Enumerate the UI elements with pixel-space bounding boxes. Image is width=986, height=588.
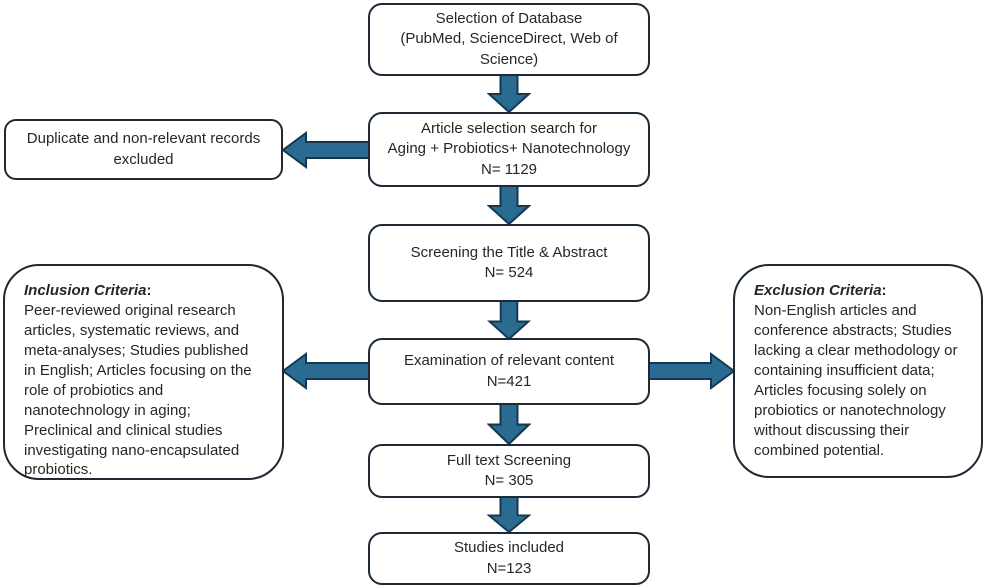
box-text-line: N=421 (486, 372, 532, 390)
box-text-line: Examination of relevant content (403, 352, 615, 370)
box-exclusion-criteria: Exclusion Criteria: Non-English articles… (733, 264, 983, 478)
arrow-shape (487, 73, 531, 113)
arrow-shape (487, 402, 531, 445)
box-content-examination: Examination of relevant content N=421 (368, 338, 650, 405)
box-text-line: N= 305 (484, 472, 534, 489)
box-text-line: Selection of Database (435, 10, 583, 28)
box-text-line: Duplicate and non-relevant records exclu… (26, 130, 261, 168)
arrow-right-icon (648, 352, 736, 390)
box-text-line: Studies included (453, 539, 565, 557)
arrow-down-icon (487, 73, 531, 113)
box-article-search: Article selection search for Aging + Pro… (368, 112, 650, 187)
criteria-title: Exclusion Criteria (754, 282, 882, 299)
criteria-title: Inclusion Criteria (24, 282, 147, 299)
box-inclusion-criteria: Inclusion Criteria: Peer-reviewed origin… (3, 264, 284, 480)
criteria-colon: : (146, 282, 152, 299)
box-full-text-screening: Full text Screening N= 305 (368, 444, 650, 498)
box-text-line: N=123 (486, 559, 532, 577)
arrow-shape (281, 352, 369, 390)
arrow-shape (487, 185, 531, 225)
box-duplicates-excluded: Duplicate and non-relevant records exclu… (4, 119, 283, 180)
box-database-selection: Selection of Database (PubMed, ScienceDi… (368, 3, 650, 76)
arrow-shape (487, 301, 531, 340)
box-text-line: (PubMed, ScienceDirect, Web of Science) (400, 30, 618, 68)
box-text-line: Aging + Probiotics+ Nanotechnology (387, 140, 631, 158)
box-text-line: N= 1129 (480, 160, 537, 178)
criteria-body: Non-English articles and conference abst… (754, 301, 958, 459)
criteria-heading: Inclusion Criteria: (24, 281, 152, 301)
arrow-down-icon (487, 301, 531, 340)
criteria-body: Peer-reviewed original research articles… (24, 301, 252, 479)
arrow-shape (487, 496, 531, 533)
arrow-down-icon (487, 185, 531, 225)
box-text-line: Full text Screening (446, 451, 572, 469)
box-text-line: Screening the Title & Abstract (410, 243, 608, 261)
box-title-abstract-screening: Screening the Title & Abstract N= 524 (368, 224, 650, 302)
arrow-shape (648, 352, 736, 390)
arrow-left-icon (281, 352, 369, 390)
arrow-down-icon (487, 402, 531, 445)
box-text-line: N= 524 (484, 264, 534, 281)
box-text-line: Article selection search for (421, 120, 597, 138)
criteria-heading: Exclusion Criteria: (754, 281, 887, 301)
arrow-shape (281, 131, 369, 169)
arrow-down-icon (487, 496, 531, 533)
box-studies-included: Studies included N=123 (368, 532, 650, 585)
criteria-colon: : (881, 282, 887, 299)
arrow-left-icon (281, 131, 369, 169)
